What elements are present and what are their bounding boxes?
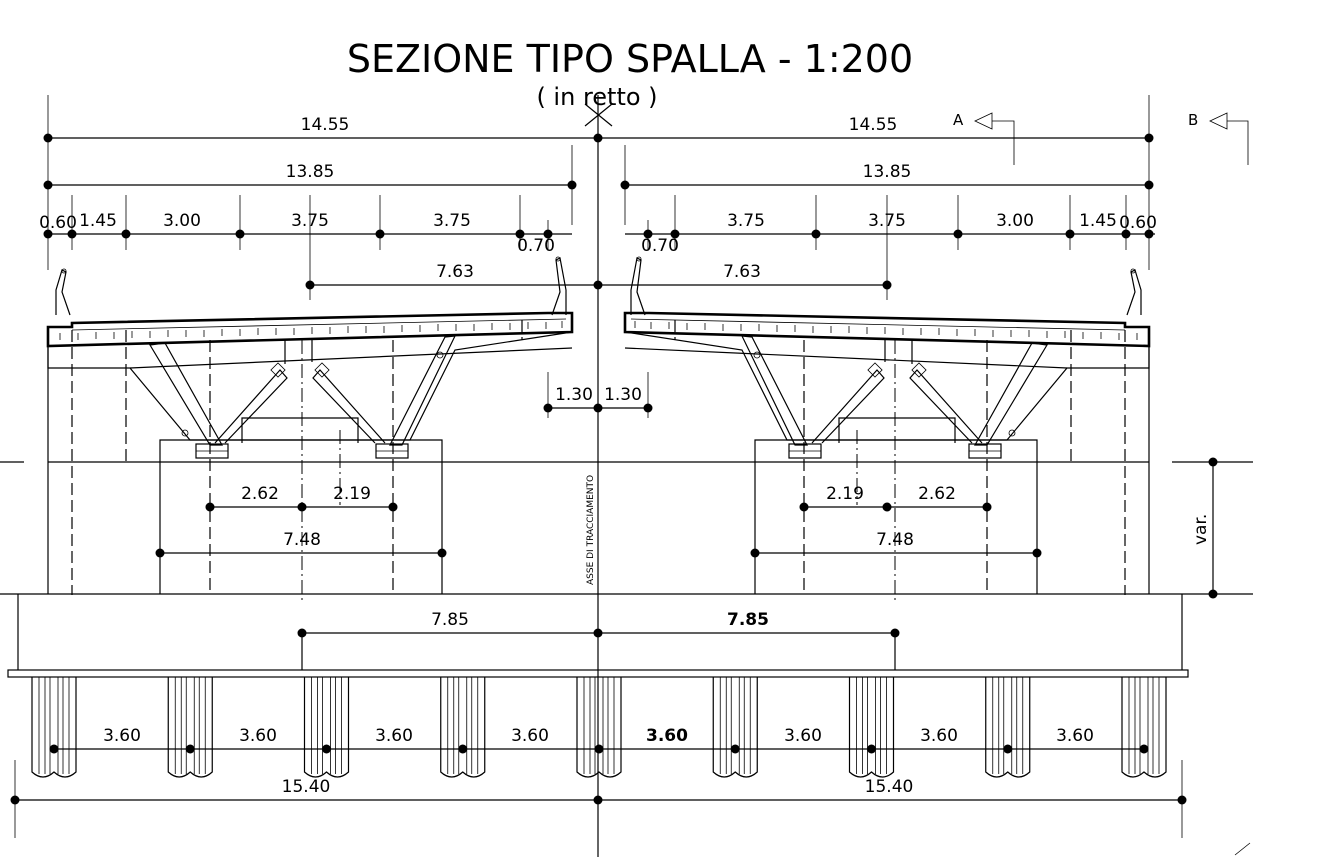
dim-pile-5: 3.60 (646, 726, 688, 746)
pile (440, 677, 486, 778)
dim-left-seg-5: 3.75 (433, 211, 471, 231)
dim-pier-left-a: 2.62 (241, 484, 279, 504)
dimension-top (43, 95, 1155, 300)
axis-label: ASSE DI TRACCIAMENTO (586, 475, 596, 585)
dim-pile-total-left: 15.40 (282, 777, 331, 797)
drawing-title: SEZIONE TIPO SPALLA - 1:200 (347, 37, 913, 81)
dim-cap-left: 7.85 (431, 610, 469, 630)
pier-dimensions: 2.62 2.19 7.48 2.19 2.62 7.48 (155, 484, 1042, 558)
dim-right-seg-3: 3.00 (996, 211, 1034, 231)
dim-gap-right: 1.30 (604, 385, 642, 405)
pile (167, 677, 213, 778)
dim-pier-left-b: 2.19 (333, 484, 371, 504)
pile (303, 677, 350, 778)
svg-text:B: B (1188, 111, 1198, 129)
dim-right-seg-4: 1.45 (1079, 211, 1117, 231)
dim-right-curb: 0.70 (641, 236, 679, 256)
dim-right-total: 14.55 (849, 115, 898, 135)
piles (31, 677, 1167, 778)
gap-dimension: 1.30 1.30 (543, 372, 653, 418)
dim-left-width: 13.85 (286, 162, 335, 182)
dim-pier-right-width: 7.48 (876, 530, 914, 550)
pile (31, 677, 77, 778)
dim-left-seg-2: 1.45 (79, 211, 117, 231)
center-axis: ASSE DI TRACCIAMENTO (584, 95, 613, 857)
section-marker-a: A (953, 111, 1015, 165)
dim-pier-right-b: 2.62 (918, 484, 956, 504)
dim-pile-3: 3.60 (375, 726, 413, 746)
dim-pile-7: 3.60 (920, 726, 958, 746)
dim-pier-right-a: 2.19 (826, 484, 864, 504)
section-marker-b: B (1188, 111, 1249, 165)
pile (1121, 677, 1167, 778)
dim-left-offset: 7.63 (436, 262, 474, 282)
dim-pile-total-right: 15.40 (865, 777, 914, 797)
dim-right-width: 13.85 (863, 162, 912, 182)
dim-left-total: 14.55 (301, 115, 350, 135)
dim-pile-1: 3.60 (103, 726, 141, 746)
substructure (0, 346, 1253, 678)
dim-cap-right: 7.85 (727, 610, 769, 630)
drawing-subtitle: ( in retto ) (536, 83, 657, 111)
dim-left-seg-4: 3.75 (291, 211, 329, 231)
dim-pile-8: 3.60 (1056, 726, 1094, 746)
dim-right-seg-5: 0.60 (1119, 213, 1157, 233)
dim-left-curb: 0.70 (517, 236, 555, 256)
dim-gap-left: 1.30 (555, 385, 593, 405)
dim-right-offset: 7.63 (723, 262, 761, 282)
dim-left-seg-1: 0.60 (39, 213, 77, 233)
var-label: var. (1191, 514, 1211, 545)
dim-pier-left-width: 7.48 (283, 530, 321, 550)
var-dimension: var. (1191, 457, 1218, 599)
pile-dimensions: 3.60 3.60 3.60 3.60 3.60 3.60 3.60 3.60 … (10, 726, 1187, 838)
svg-text:A: A (953, 111, 964, 129)
left-deck (46, 256, 574, 600)
pile (985, 677, 1031, 778)
dim-pile-4: 3.60 (511, 726, 549, 746)
pile (576, 677, 622, 778)
pile (848, 677, 895, 778)
pile (712, 677, 758, 778)
dim-left-seg-3: 3.00 (163, 211, 201, 231)
cap-dimensions: 7.85 7.85 (297, 610, 900, 638)
dim-pile-6: 3.60 (784, 726, 822, 746)
dim-right-seg-2: 3.75 (868, 211, 906, 231)
dim-right-seg-1: 3.75 (727, 211, 765, 231)
dim-pile-2: 3.60 (239, 726, 277, 746)
